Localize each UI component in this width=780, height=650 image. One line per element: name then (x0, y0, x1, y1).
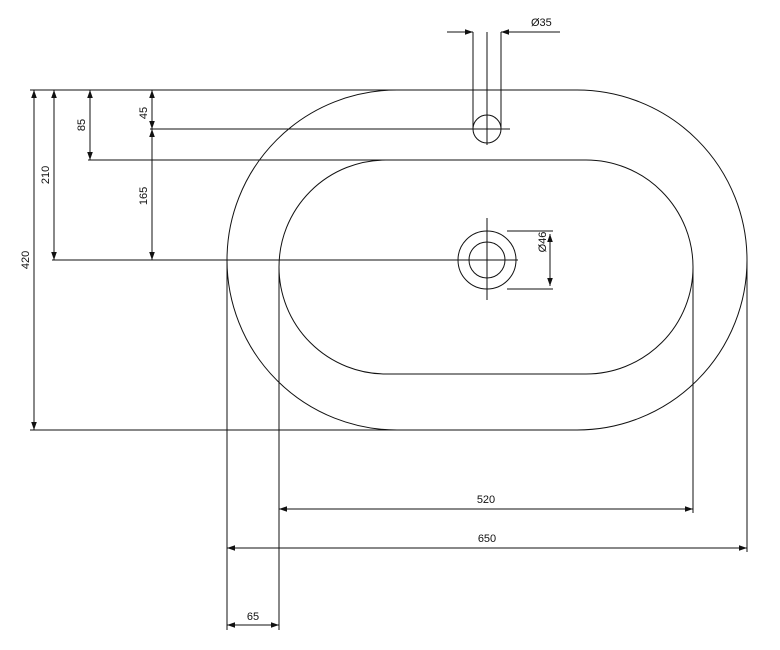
inner-bowl-width-label: 520 (477, 494, 495, 506)
dim-drain-diameter: Ø46 (507, 230, 553, 290)
overall-depth-label: 420 (20, 251, 32, 269)
dim-rim-width-side: 65 (227, 611, 279, 628)
tap-diameter-label: Ø35 (531, 17, 552, 29)
dim-rim-width-top: 85 (76, 90, 93, 160)
rim-width-side-label: 65 (247, 611, 259, 623)
dim-drain-offset-from-tap: 165 (138, 129, 155, 260)
dim-tap-diameter: Ø35 (447, 17, 560, 35)
rim-width-top-label: 85 (76, 119, 88, 131)
dim-tap-offset-from-top: 45 (138, 90, 155, 129)
dim-drain-offset-from-top: 210 (40, 90, 57, 260)
dim-overall-depth: 420 (20, 90, 37, 430)
drain-offset-from-top-label: 210 (40, 166, 52, 184)
inner-bowl-outline (278, 159, 694, 375)
overall-width-label: 650 (478, 533, 496, 545)
drain-diameter-label: Ø46 (537, 232, 549, 253)
drain-hole (52, 218, 518, 300)
dim-inner-bowl-width: 520 (279, 494, 693, 512)
tap-offset-from-top-label: 45 (138, 107, 150, 119)
drain-offset-from-tap-label: 165 (138, 187, 150, 205)
dim-overall-width: 650 (227, 533, 747, 551)
tap-hole (150, 32, 510, 145)
